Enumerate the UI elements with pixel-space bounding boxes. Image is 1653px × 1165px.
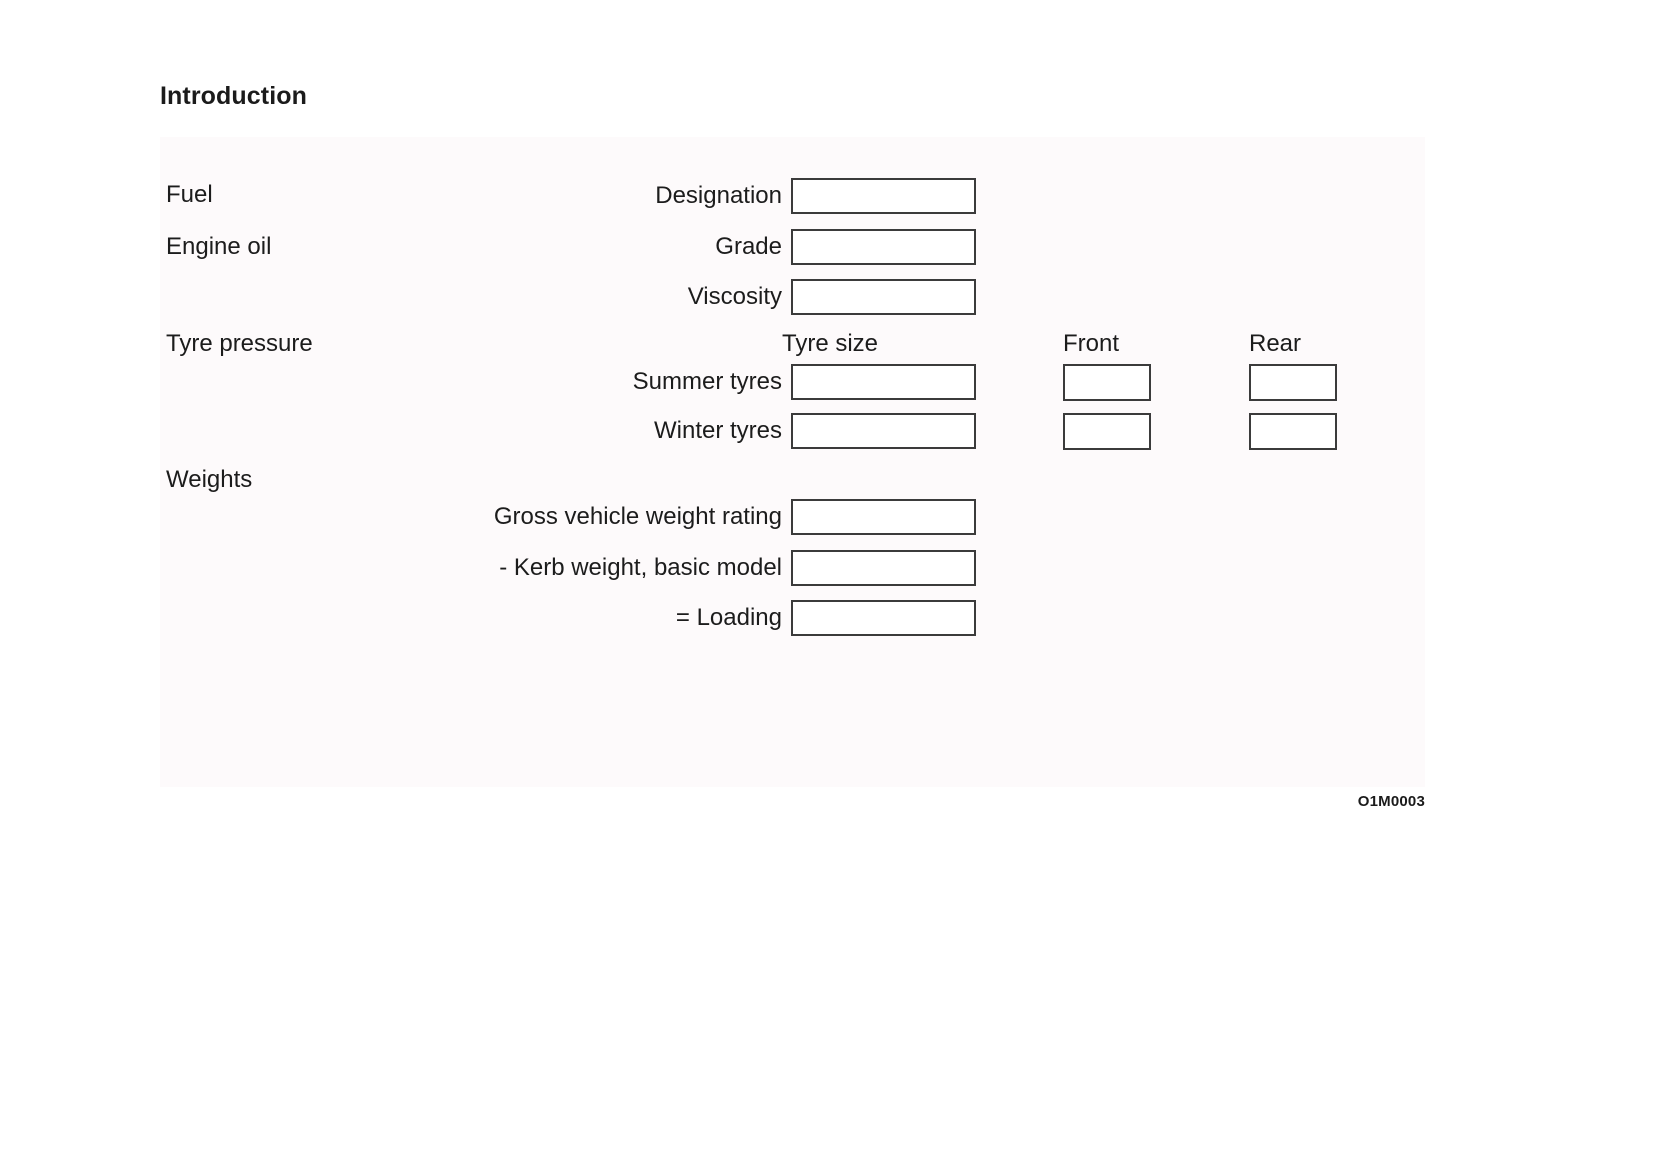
field-row-designation: Designation [382, 178, 976, 214]
column-header-tyre-size: Tyre size [782, 330, 879, 357]
input-kerb-weight-basic-model[interactable] [791, 550, 976, 586]
field-row-loading: = Loading [382, 600, 976, 636]
field-row-summer-tyres: Summer tyres [382, 364, 976, 400]
field-row-winter-tyres: Winter tyres [382, 413, 976, 449]
column-header-rear: Rear [1249, 330, 1302, 357]
input-summer-rear-pressure[interactable] [1249, 364, 1337, 401]
label-gross-vehicle-weight-rating: Gross vehicle weight rating [493, 503, 782, 530]
input-winter-tyre-size[interactable] [791, 413, 976, 449]
input-summer-front-pressure[interactable] [1063, 364, 1151, 401]
input-gross-vehicle-weight-rating[interactable] [791, 499, 976, 535]
label-grade: Grade [715, 233, 782, 260]
group-label-fuel: Fuel [166, 181, 213, 208]
group-label-engine-oil: Engine oil [166, 233, 272, 260]
input-winter-front-pressure[interactable] [1063, 413, 1151, 450]
input-designation[interactable] [791, 178, 976, 214]
column-header-front: Front [1063, 330, 1120, 357]
page-title: Introduction [160, 82, 308, 110]
label-summer-tyres: Summer tyres [632, 368, 782, 395]
group-label-tyre-pressure: Tyre pressure [166, 330, 313, 357]
label-designation: Designation [655, 182, 782, 209]
field-row-gross-vehicle-weight-rating: Gross vehicle weight rating [382, 499, 976, 535]
figure-reference-code: O1M0003 [1357, 793, 1425, 810]
group-label-weights: Weights [166, 466, 253, 493]
label-winter-tyres: Winter tyres [653, 417, 782, 444]
field-row-viscosity: Viscosity [382, 279, 976, 315]
input-summer-tyre-size[interactable] [791, 364, 976, 400]
input-loading[interactable] [791, 600, 976, 636]
label-loading: = Loading [675, 604, 782, 631]
field-row-kerb-weight: - Kerb weight, basic model [382, 550, 976, 586]
label-viscosity: Viscosity [687, 283, 782, 310]
input-viscosity[interactable] [791, 279, 976, 315]
input-winter-rear-pressure[interactable] [1249, 413, 1337, 450]
field-row-grade: Grade [382, 229, 976, 265]
label-kerb-weight-basic-model: - Kerb weight, basic model [499, 554, 782, 581]
input-grade[interactable] [791, 229, 976, 265]
